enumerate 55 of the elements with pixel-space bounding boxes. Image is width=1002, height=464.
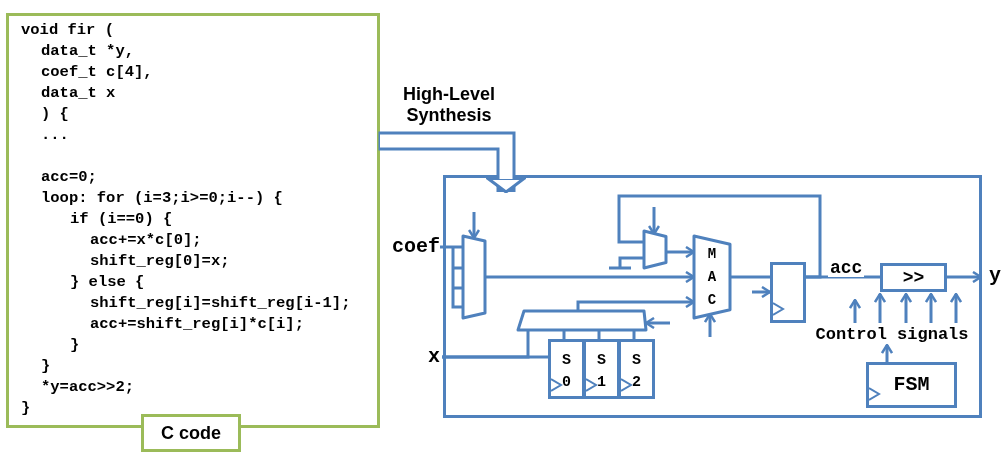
code-panel [6, 13, 380, 428]
hardware-block [443, 175, 982, 418]
shift-register-cell [548, 339, 585, 399]
port-label: coef [384, 234, 440, 260]
code-line: acc+=x*c[0]; [90, 230, 202, 251]
code-line: void fir ( [21, 20, 114, 41]
code-line: shift_reg[i]=shift_reg[i-1]; [90, 293, 351, 314]
port-label: y [983, 262, 1001, 290]
arrow [873, 292, 887, 323]
code-line: acc+=shift_reg[i]*c[i]; [90, 314, 304, 335]
shift-register-cell [583, 339, 620, 399]
code-line: } [41, 356, 51, 377]
code-line: } else { [70, 272, 145, 293]
code-line: shift_reg[0]=x; [90, 251, 230, 272]
register-label: S0 [562, 351, 571, 393]
arrow [899, 292, 913, 323]
code-line: ) { [41, 104, 69, 125]
port-label: x [424, 344, 440, 370]
code-line: coef_t c[4], [41, 62, 153, 83]
multiplexer [644, 231, 666, 268]
register [770, 262, 806, 323]
synthesis-arrow [378, 131, 526, 194]
connector-line [730, 275, 770, 279]
signal-label: Control signals [806, 325, 978, 344]
multiplexer [463, 236, 485, 318]
arrow [467, 212, 481, 240]
fsm-box [866, 362, 957, 408]
arrow [752, 285, 772, 299]
caption-tab [141, 414, 241, 452]
arrow [924, 292, 938, 323]
block-label: FSM [893, 375, 930, 395]
connector-line [442, 330, 530, 359]
arrow [848, 298, 862, 323]
code-line: } [21, 398, 31, 419]
code-line: ... [41, 125, 69, 146]
code-line: loop: for (i=3;i>=0;i--) { [41, 188, 283, 209]
unit-label: MAC [707, 244, 717, 310]
shift-register-cell [618, 339, 655, 399]
code-line: data_t x [41, 83, 116, 104]
arrow [949, 292, 963, 323]
arrow [880, 343, 894, 362]
register-label: S1 [597, 351, 606, 393]
shifter-box [880, 263, 947, 292]
code-line: *y=acc>>2; [41, 377, 134, 398]
block-label: >> [902, 268, 925, 287]
code-line: acc=0; [41, 167, 97, 188]
code-line: if (i==0) { [70, 209, 173, 230]
code-line: } [70, 335, 80, 356]
caption-text: C code [161, 422, 221, 444]
connector-line [617, 194, 822, 279]
connector-line [440, 245, 463, 249]
code-line: data_t *y, [41, 41, 134, 62]
register-label: S2 [632, 351, 641, 393]
multiplexer [518, 311, 646, 330]
mac-unit [694, 236, 730, 318]
